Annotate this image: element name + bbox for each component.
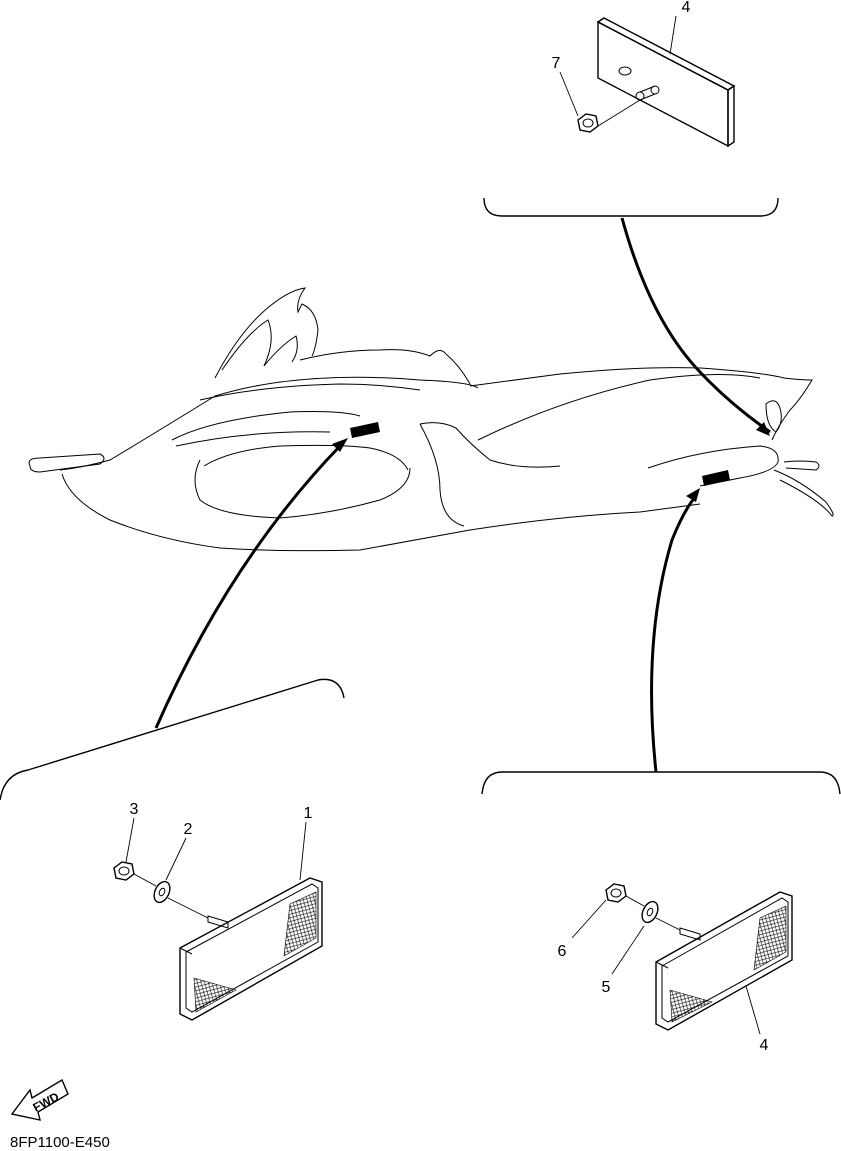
- callout-rear-reflector: 4: [760, 1037, 769, 1054]
- leader-top-nut: [559, 71, 579, 117]
- callout-front-reflector: 1: [304, 805, 313, 822]
- front-nut: [113, 861, 135, 881]
- leader-rear-washer: [611, 925, 645, 975]
- leader-front-washer: [165, 837, 187, 881]
- leader-rear-reflector: [745, 985, 761, 1035]
- arrow-to-tail: [620, 217, 771, 436]
- rear-axis-line-2: [655, 917, 681, 931]
- document-code: 8FP1100-E450: [10, 1134, 110, 1151]
- arrow-to-rear-reflector: [650, 488, 700, 773]
- front-bolt: [207, 915, 229, 929]
- rear-nut: [605, 883, 627, 903]
- rear-bolt: [679, 927, 701, 941]
- front-reflector: [179, 877, 323, 1021]
- top-detail-bracket: [483, 197, 779, 217]
- rear-detail-group: 4 5 6: [481, 771, 841, 1054]
- leader-front-reflector: [299, 821, 307, 881]
- rear-reflector: [655, 891, 793, 1031]
- front-reflector-location: [350, 422, 380, 438]
- rear-washer: [641, 900, 659, 924]
- front-axis-line-1: [133, 873, 157, 887]
- front-washer: [153, 880, 171, 904]
- top-nut: [577, 113, 599, 133]
- fwd-arrow-icon: FWD: [10, 1078, 69, 1121]
- rear-detail-bracket: [481, 771, 841, 795]
- leader-rear-nut: [571, 899, 607, 939]
- snowmobile-body: [28, 287, 834, 552]
- top-bolt-line: [597, 99, 641, 127]
- top-detail-group: 4 7: [483, 0, 779, 217]
- callout-front-nut: 3: [130, 801, 139, 818]
- arrow-to-front-reflector: [154, 438, 348, 729]
- callout-top-nut: 7: [552, 55, 561, 72]
- leader-front-nut: [125, 817, 135, 863]
- callout-rear-nut: 6: [558, 943, 567, 960]
- leader-top-reflector: [669, 15, 677, 55]
- top-reflector-plate: [596, 17, 736, 148]
- front-detail-bracket: [0, 678, 345, 801]
- fwd-label: FWD: [31, 1089, 62, 1114]
- callout-rear-washer: 5: [602, 979, 611, 996]
- rear-axis-line-1: [625, 895, 645, 907]
- callout-front-washer: 2: [184, 821, 193, 838]
- front-axis-line-2: [167, 897, 209, 919]
- callout-top-reflector: 4: [682, 0, 691, 16]
- front-detail-group: 1 2 3: [0, 678, 345, 1021]
- rear-reflector-location: [702, 470, 730, 486]
